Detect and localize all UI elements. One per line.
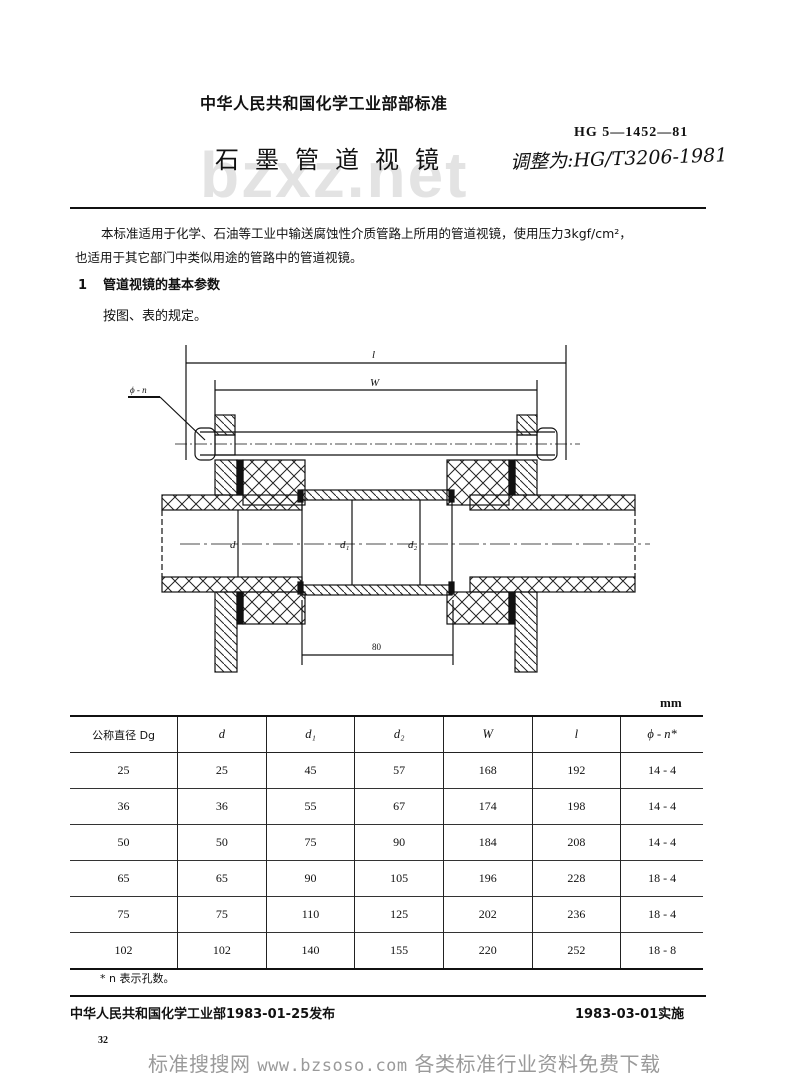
cell: 110 <box>265 896 355 933</box>
section-heading: 1 管道视镜的基本参数 <box>78 274 220 293</box>
cell: 18 - 4 <box>620 896 703 933</box>
cell: 14 - 4 <box>620 752 703 789</box>
issue-date: 中华人民共和国化学工业部1983-01-25发布 <box>70 1007 336 1022</box>
cell: 102 <box>114 943 133 957</box>
cell: 14 - 4 <box>620 788 703 825</box>
cell: 102 <box>177 932 267 969</box>
cell: 208 <box>531 824 621 861</box>
cell: 50 <box>117 835 130 849</box>
col-l: l <box>531 716 621 753</box>
dim-label-w: W <box>370 377 380 389</box>
cell: 236 <box>531 896 621 933</box>
cell: 174 <box>442 788 533 825</box>
dim-label-80: 80 <box>372 642 382 652</box>
cell: 18 - 8 <box>620 932 703 969</box>
col-d1: d₁ <box>265 716 355 753</box>
cell: 140 <box>265 932 355 969</box>
cell: 45 <box>265 752 355 789</box>
cell: 57 <box>354 752 444 789</box>
cell: 105 <box>354 860 444 897</box>
dim-label-l: l <box>372 349 375 361</box>
section-title: 管道视镜的基本参数 <box>103 278 221 293</box>
cell: 192 <box>531 752 621 789</box>
table-footnote: * n 表示孔数。 <box>100 972 175 985</box>
cell: 198 <box>531 788 621 825</box>
standard-number: HG 5—1452—81 <box>574 125 689 140</box>
intro-line-1: 本标准适用于化学、石油等工业中输送腐蚀性介质管路上所用的管道视镜，使用压力3kg… <box>101 226 632 241</box>
ministry-header: 中华人民共和国化学工业部部标准 <box>200 94 448 113</box>
effective-date: 1983-03-01实施 <box>575 1007 685 1022</box>
cell: 196 <box>442 860 533 897</box>
cell: 252 <box>531 932 621 969</box>
intro-line-2: 也适用于其它部门中类似用途的管路中的管道视镜。 <box>75 250 363 265</box>
watermark-text-2: 各类标准行业资料免费下载 <box>407 1052 661 1076</box>
watermark-text-1: 标准搜搜网 <box>148 1052 258 1076</box>
section-number: 1 <box>78 278 88 293</box>
cell: 184 <box>442 824 533 861</box>
section-text: 按图、表的规定。 <box>103 309 208 324</box>
col-nominal-diameter: 公称直径 Dg <box>92 728 156 742</box>
site-watermark: 标准搜搜网 www.bzsoso.com 各类标准行业资料免费下载 <box>148 1048 661 1077</box>
cell: 65 <box>177 860 267 897</box>
cell: 55 <box>265 788 355 825</box>
cell: 228 <box>531 860 621 897</box>
cell: 75 <box>177 896 267 933</box>
watermark-url: www.bzsoso.com <box>257 1056 408 1076</box>
cell: 75 <box>265 824 355 861</box>
col-d2: d₂ <box>354 716 444 753</box>
footer-divider <box>70 995 706 997</box>
cell: 50 <box>177 824 267 861</box>
cell: 25 <box>177 752 267 789</box>
cell: 25 <box>117 763 130 777</box>
table-unit: mm <box>660 695 682 710</box>
dim-label-d: d <box>230 539 236 551</box>
cell: 67 <box>354 788 444 825</box>
col-d: d <box>177 716 267 753</box>
watermark-logo: bzxz.net <box>200 139 469 211</box>
cell: 90 <box>265 860 355 897</box>
intro-paragraph: 本标准适用于化学、石油等工业中输送腐蚀性介质管路上所用的管道视镜，使用压力3kg… <box>75 222 715 270</box>
cell: 65 <box>117 871 130 885</box>
page-number: 32 <box>98 1035 108 1046</box>
table-header-row: 公称直径 Dg d d₁ d₂ W l ϕ - n* <box>70 716 703 753</box>
cell: 90 <box>354 824 444 861</box>
document-title: 石墨管道视镜 <box>215 146 455 174</box>
title-divider <box>70 207 706 209</box>
cell: 125 <box>354 896 444 933</box>
cell: 14 - 4 <box>620 824 703 861</box>
cell: 220 <box>442 932 533 969</box>
bolt-hole-label: ϕ - n <box>130 385 147 395</box>
cell: 75 <box>117 907 130 921</box>
dim-label-d1: d₁ <box>340 539 350 551</box>
cell: 36 <box>177 788 267 825</box>
cell: 36 <box>117 799 130 813</box>
dim-label-d2: d₂ <box>408 539 418 551</box>
cell: 202 <box>442 896 533 933</box>
cell: 155 <box>354 932 444 969</box>
col-w: W <box>442 716 533 753</box>
cell: 168 <box>442 752 533 789</box>
handwritten-revision-note: 调整为:HG/T3206-1981 <box>509 144 728 174</box>
col-bolt-holes: ϕ - n* <box>620 716 703 753</box>
cell: 18 - 4 <box>620 860 703 897</box>
sight-glass-drawing: l W ϕ - n d d₁ d₂ 80 <box>128 345 650 673</box>
